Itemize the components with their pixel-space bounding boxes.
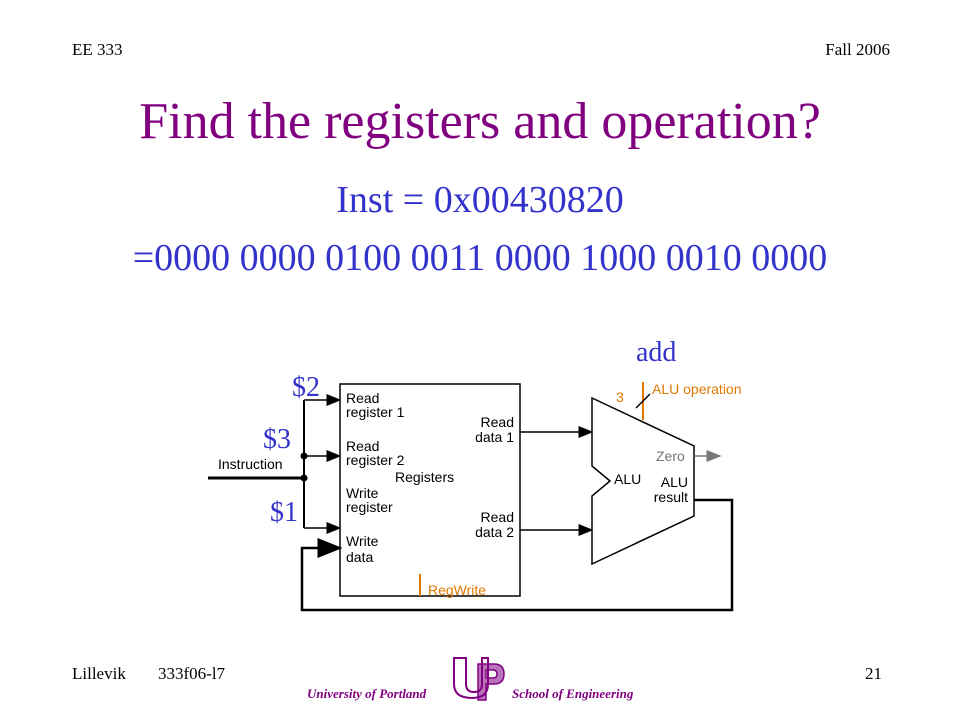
footer-author: Lillevik [72,664,126,683]
alu-result-feedback-wire [300,498,734,612]
logo-university-text: University of Portland [307,686,427,701]
instruction-binary: =0000 0000 0100 0011 0000 1000 0010 0000 [132,237,828,279]
alu-op-bits-label: 3 [616,389,624,405]
read-data-1-line1: Read [481,414,514,430]
alu-shape [591,396,695,566]
instruction-hex: Inst = 0x00430820 [336,179,624,221]
write-register-line2: register [346,499,393,515]
header-term: Fall 2006 [825,40,890,59]
write-reg-annotation: $1 [270,497,298,528]
register-file-block [339,383,521,597]
read-data-1-line2: data 1 [475,429,514,445]
logo-school-text: School of Engineering [512,686,634,701]
read-register-2-line2: register 2 [346,452,405,468]
header-course: EE 333 [72,40,123,59]
page-number: 21 [865,664,882,683]
slide-title: Find the registers and operation? [139,93,821,150]
read-data-2-line1: Read [481,509,514,525]
footer-code: 333f06-l7 [158,664,226,683]
read-data-2-line2: data 2 [475,524,514,540]
regwrite-label: RegWrite [428,582,486,598]
write-data-line1: Write [346,533,379,549]
instruction-label: Instruction [218,456,283,472]
read-register-1-line1: Read [346,390,379,406]
alu-result-line1: ALU [661,474,688,490]
read-reg1-annotation: $2 [292,372,320,403]
write-register-line1: Write [346,485,379,501]
junction-dot [300,474,308,482]
alu-label: ALU [614,471,641,487]
operation-annotation: add [636,337,677,368]
alu-result-line2: result [654,489,688,505]
university-logo-icon [453,657,505,701]
read-register-2-line1: Read [346,438,379,454]
write-data-line2: data [346,549,373,565]
zero-label: Zero [656,448,685,464]
registers-label: Registers [395,469,454,485]
alu-op-bus-slash [635,393,651,409]
read-reg2-annotation: $3 [263,424,291,455]
read-register-1-line2: register 1 [346,404,405,420]
alu-operation-label: ALU operation [652,381,742,397]
